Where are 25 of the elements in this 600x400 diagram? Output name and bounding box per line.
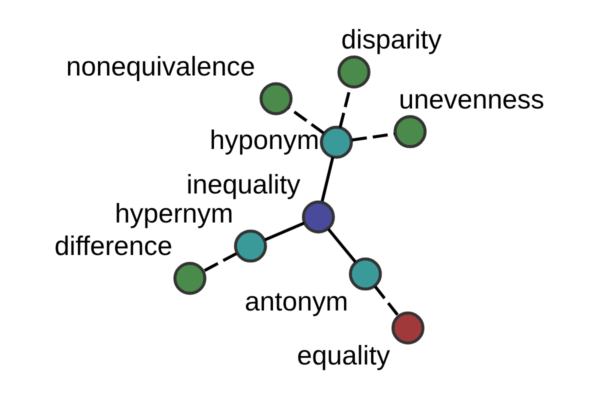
node-label: hypernym — [114, 198, 234, 229]
node-circle — [320, 126, 353, 159]
node-circle — [394, 115, 427, 148]
node-label: equality — [297, 340, 390, 371]
node-circle — [173, 262, 206, 295]
node-circle — [260, 82, 293, 116]
node-circle — [391, 312, 424, 344]
connector — [352, 132, 395, 142]
node-label: unevenness — [398, 84, 544, 114]
node-label: antonym — [244, 286, 348, 317]
connector — [374, 286, 399, 316]
node-circle — [302, 200, 335, 234]
connector — [288, 106, 324, 134]
node-label: difference — [54, 230, 172, 261]
node-label: nonequivalence — [66, 51, 256, 82]
node-circle — [337, 56, 370, 88]
connector — [327, 228, 357, 263]
node-circle — [348, 258, 382, 291]
node-label: hyponym — [210, 124, 320, 155]
connector — [320, 156, 334, 202]
node-label: disparity — [341, 24, 442, 55]
node-label: inequality — [186, 170, 300, 200]
node-circle — [234, 230, 267, 263]
connector — [264, 222, 305, 242]
connector — [203, 252, 238, 272]
